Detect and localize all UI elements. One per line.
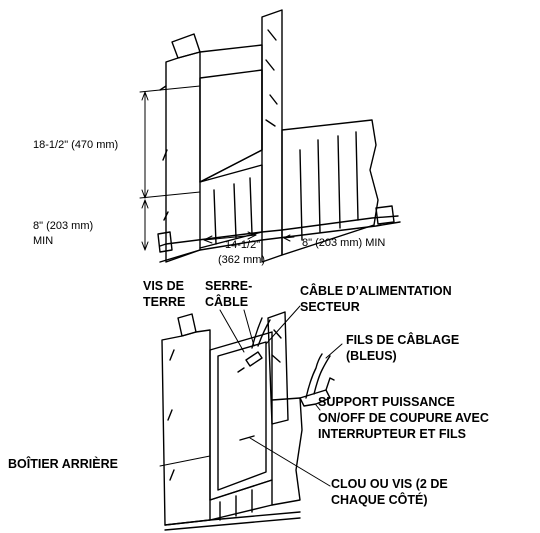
dim-side-min-label: 8" (203 mm) MIN <box>302 237 386 249</box>
callout-fils-1: FILS DE CÂBLAGE <box>346 333 460 347</box>
dim-floor-min-label: 8" (203 mm) <box>33 220 94 232</box>
callout-serre-cable-2: CÂBLE <box>205 295 249 309</box>
dimension-lines <box>139 85 295 251</box>
callout-boitier: BOÎTIER ARRIÈRE <box>8 457 118 471</box>
callout-support-2: ON/OFF DE COUPURE AVEC <box>318 411 489 425</box>
dim-height-label: 18-1/2" (470 mm) <box>33 139 119 151</box>
leader-lines <box>159 305 343 487</box>
callout-serre-cable-1: SERRE- <box>205 279 253 293</box>
dim-width-mm-label: (362 mm) <box>218 254 266 266</box>
dim-floor-min-suffix: MIN <box>33 235 54 247</box>
callout-clou-1: CLOU OU VIS (2 DE <box>331 477 448 491</box>
callout-vis-terre-2: TERRE <box>143 295 186 309</box>
callout-support-3: INTERRUPTEUR ET FILS <box>318 427 466 441</box>
top-wall-framing <box>157 9 401 263</box>
callout-support-1: SUPPORT PUISSANCE <box>318 395 455 409</box>
dim-width-label: 14-1/2" <box>225 239 261 251</box>
callout-clou-2: CHAQUE CÔTÉ) <box>331 493 428 507</box>
callout-fils-2: (BLEUS) <box>346 349 397 363</box>
callout-cable-alim-2: SECTEUR <box>300 300 360 314</box>
bottom-wall-framing <box>161 311 335 531</box>
callout-vis-terre-1: VIS DE <box>143 279 184 293</box>
callout-cable-alim-1: CÂBLE D’ALIMENTATION <box>300 284 452 298</box>
